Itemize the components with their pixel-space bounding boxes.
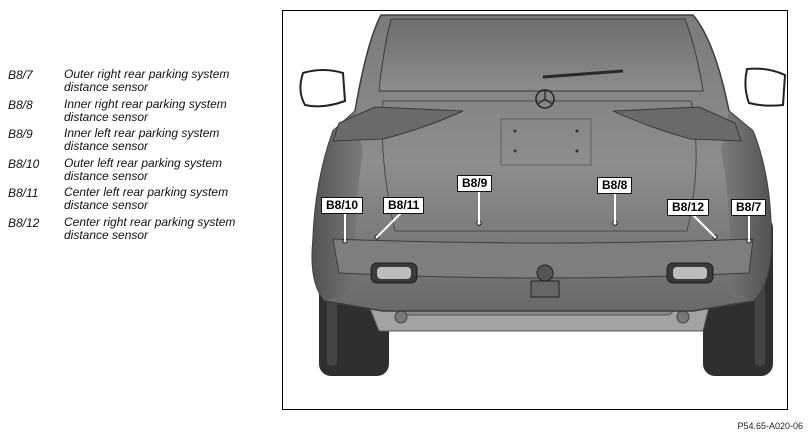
underbody-joint bbox=[676, 310, 690, 324]
right-side-mirror bbox=[744, 67, 787, 107]
figure-reference-code: P54.65-A020-06 bbox=[737, 421, 803, 431]
legend-desc-line: Center left rear parking system bbox=[64, 185, 229, 199]
legend-desc-line: distance sensor bbox=[64, 139, 149, 153]
legend-description: Center left rear parking system distance… bbox=[64, 186, 264, 212]
legend-desc-line: distance sensor bbox=[64, 227, 149, 242]
underbody-joint bbox=[394, 310, 408, 324]
legend-code: B8/10 bbox=[8, 156, 40, 171]
legend-desc-line: Inner left rear parking system bbox=[64, 126, 220, 140]
callout-b8-7: B8/7 bbox=[731, 199, 767, 216]
vehicle-rear-figure: B8/9 B8/8 B8/10 B8/11 B8/12 B8/7 bbox=[282, 10, 788, 410]
legend-code: B8/7 bbox=[8, 68, 33, 82]
legend-code: B8/12 bbox=[8, 215, 40, 230]
legend-description: Outer left rear parking system distance … bbox=[64, 155, 264, 183]
legend-description: Inner right rear parking system distance… bbox=[64, 96, 264, 124]
license-plate-area bbox=[500, 118, 592, 166]
legend-desc-line: distance sensor bbox=[64, 109, 149, 124]
legend-item: B8/10 Outer left rear parking system dis… bbox=[8, 155, 278, 187]
legend-desc-line: Outer right rear parking system bbox=[64, 67, 230, 81]
legend-desc-line: Center right rear parking system bbox=[64, 214, 236, 229]
legend-item: B8/8 Inner right rear parking system dis… bbox=[8, 96, 278, 128]
legend: B8/7 Outer right rear parking system dis… bbox=[8, 68, 278, 245]
brand-emblem-star bbox=[537, 91, 553, 105]
leader-line-b8-12 bbox=[692, 214, 716, 238]
vehicle-rear-illustration bbox=[299, 14, 787, 376]
legend-description: Center right rear parking system distanc… bbox=[64, 214, 264, 242]
callout-b8-8: B8/8 bbox=[597, 177, 633, 194]
legend-desc-line: Outer left rear parking system bbox=[64, 155, 223, 170]
rear-window bbox=[378, 18, 704, 92]
plate-screw bbox=[513, 149, 517, 153]
callout-b8-12: B8/12 bbox=[667, 199, 710, 216]
legend-item: B8/9 Inner left rear parking system dist… bbox=[8, 127, 278, 157]
tow-hitch-ball bbox=[536, 264, 554, 282]
legend-code: B8/8 bbox=[8, 97, 33, 112]
legend-description: Inner left rear parking system distance … bbox=[64, 127, 264, 153]
rear-wiper bbox=[542, 69, 624, 79]
left-side-mirror bbox=[299, 69, 347, 108]
leader-line-b8-11 bbox=[376, 212, 402, 238]
brand-emblem bbox=[535, 89, 555, 109]
legend-desc-line: distance sensor bbox=[64, 80, 149, 94]
legend-code: B8/11 bbox=[8, 186, 39, 200]
legend-code: B8/9 bbox=[8, 127, 33, 141]
callout-b8-11: B8/11 bbox=[383, 197, 425, 214]
tow-hitch-mount bbox=[530, 280, 560, 298]
left-exhaust-inner bbox=[377, 267, 411, 279]
rear-bumper bbox=[332, 238, 754, 279]
plate-screw bbox=[575, 149, 579, 153]
legend-item: B8/11 Center left rear parking system di… bbox=[8, 186, 278, 216]
legend-desc-line: distance sensor bbox=[64, 168, 149, 183]
callout-b8-10: B8/10 bbox=[321, 197, 364, 214]
plate-screw bbox=[513, 129, 517, 133]
right-exhaust-inner bbox=[673, 267, 707, 279]
legend-item: B8/12 Center right rear parking system d… bbox=[8, 214, 278, 246]
left-tail-light bbox=[332, 106, 464, 142]
legend-description: Outer right rear parking system distance… bbox=[64, 68, 264, 94]
legend-desc-line: distance sensor bbox=[64, 198, 149, 212]
legend-desc-line: Inner right rear parking system bbox=[64, 96, 227, 111]
callout-b8-9: B8/9 bbox=[457, 175, 493, 192]
legend-item: B8/7 Outer right rear parking system dis… bbox=[8, 68, 278, 98]
plate-screw bbox=[575, 129, 579, 133]
right-tail-light bbox=[612, 106, 742, 142]
